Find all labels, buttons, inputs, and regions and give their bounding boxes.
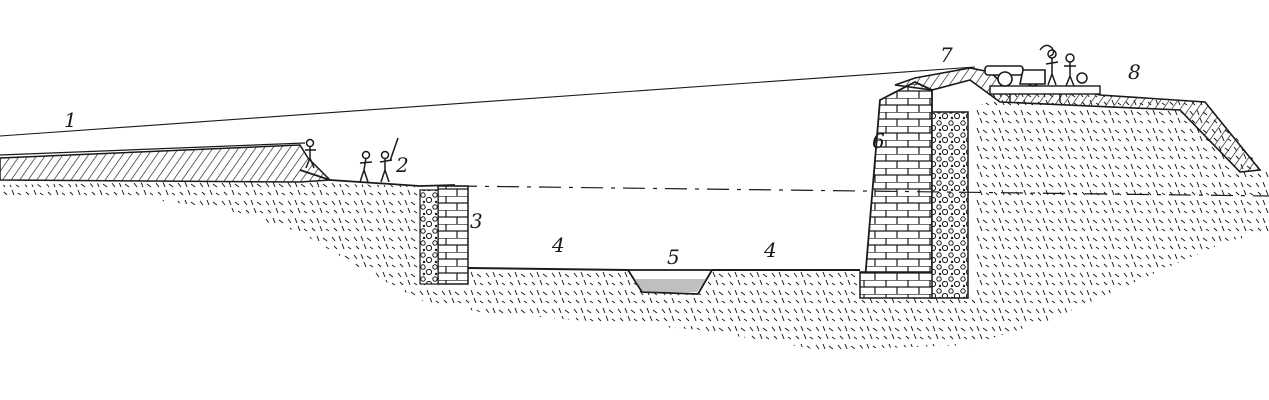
- label-3: 3: [470, 209, 483, 233]
- cannonballs: [1076, 72, 1088, 84]
- label-2: 2: [396, 153, 409, 177]
- label-5: 5: [667, 245, 680, 269]
- label-8: 8: [1128, 60, 1141, 84]
- glacis-crest-line: [0, 142, 306, 156]
- counterscarp-backing: [419, 189, 439, 285]
- label-4-left: 4: [552, 233, 565, 257]
- level-line: [454, 185, 1269, 197]
- ditch-floor: [467, 267, 860, 271]
- cunette-water: [634, 279, 706, 292]
- gun-platform: [989, 85, 1101, 95]
- escarp-foundation: [859, 271, 937, 299]
- cannon: [984, 65, 1046, 87]
- parapet: [894, 67, 1262, 173]
- escarp-rubble-core: [931, 111, 969, 299]
- counterscarp-wall: [437, 185, 469, 285]
- label-4-right: 4: [764, 238, 777, 262]
- label-6: 6: [872, 129, 885, 153]
- soldiers-covered-way: [359, 137, 399, 183]
- glacis: [0, 144, 332, 183]
- gunners: [1039, 44, 1076, 87]
- line-of-fire: [0, 66, 976, 137]
- label-7: 7: [940, 43, 953, 67]
- ground-mass: [0, 90, 1269, 350]
- escarp-wall: [864, 80, 933, 281]
- label-1: 1: [64, 108, 77, 132]
- sentry-figure: [305, 138, 316, 169]
